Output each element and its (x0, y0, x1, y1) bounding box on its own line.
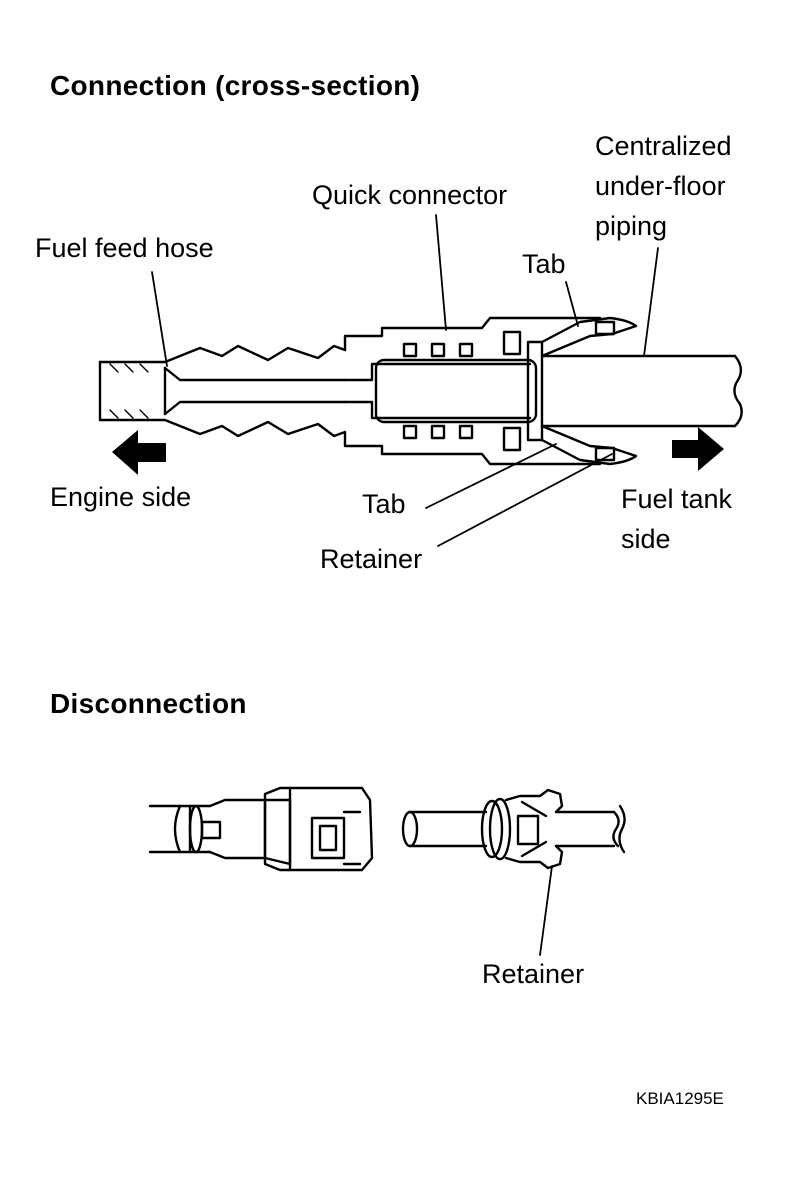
quick-connector-body (343, 316, 638, 466)
fuel-feed-hose-label: Fuel feed hose (35, 233, 214, 263)
retainer-top-label: Retainer (320, 544, 423, 574)
tab-top-label: Tab (522, 249, 566, 279)
fuel-feed-hose (98, 344, 347, 438)
centralized-piping-label-line1: Centralized (595, 131, 732, 161)
centralized-piping-label-line3: piping (595, 211, 668, 241)
arrow-right-icon (672, 427, 724, 471)
connection-heading: Connection (cross-section) (50, 70, 421, 101)
engine-side-label: Engine side (50, 482, 192, 512)
leader-lines-top (151, 214, 659, 547)
pipe-with-retainer (401, 788, 626, 870)
quick-connector-label: Quick connector (312, 180, 508, 210)
fuel-tank-side-label-line1: Fuel tank (621, 484, 733, 514)
figure-code: KBIA1295E (636, 1089, 724, 1108)
disconnection-heading: Disconnection (50, 688, 247, 719)
under-floor-pipe (540, 354, 743, 428)
leader-line-bottom (539, 865, 553, 956)
centralized-piping-label-line2: under-floor (595, 171, 726, 201)
hose-with-connector (148, 786, 374, 872)
fuel-tank-side-label-line2: side (621, 524, 671, 554)
tab-bottom-label: Tab (362, 489, 406, 519)
arrow-left-icon (112, 430, 166, 475)
retainer-bottom-label: Retainer (482, 959, 585, 989)
